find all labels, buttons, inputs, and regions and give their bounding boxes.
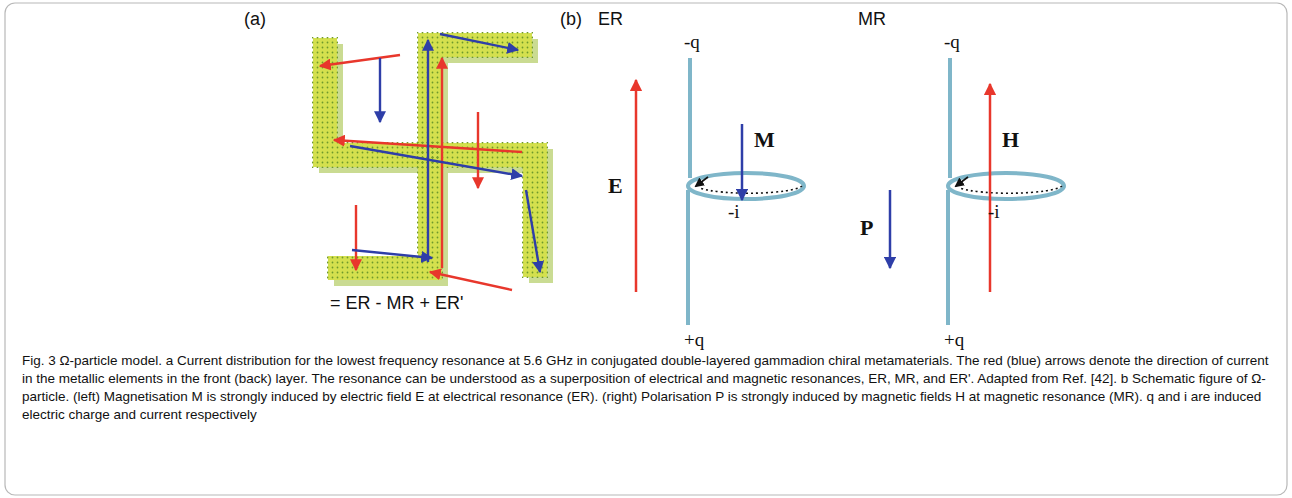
panel-label: (a) [244, 10, 266, 30]
figure-frame [5, 3, 1287, 495]
charge-label: +q [944, 330, 964, 351]
current-arrows [320, 34, 540, 290]
field-label: P [860, 216, 873, 240]
gammadion [325, 45, 541, 274]
figure-caption: Fig. 3 Ω-particle model. a Current distr… [22, 352, 1272, 424]
field-label: M [754, 128, 775, 152]
current-label: -i [988, 202, 1000, 223]
current-label: -i [728, 202, 740, 223]
omega-particle [636, 58, 804, 325]
charge-label: -q [944, 32, 960, 53]
field-label: E [608, 174, 623, 198]
equation-label: = ER - MR + ER' [330, 294, 463, 314]
omega-particle [890, 58, 1064, 325]
charge-label: -q [684, 32, 700, 53]
resonance-label: MR [858, 10, 886, 30]
panel-label: (b) [560, 10, 582, 30]
resonance-label: ER [598, 10, 623, 30]
field-label: H [1002, 128, 1019, 152]
charge-label: +q [684, 330, 704, 351]
